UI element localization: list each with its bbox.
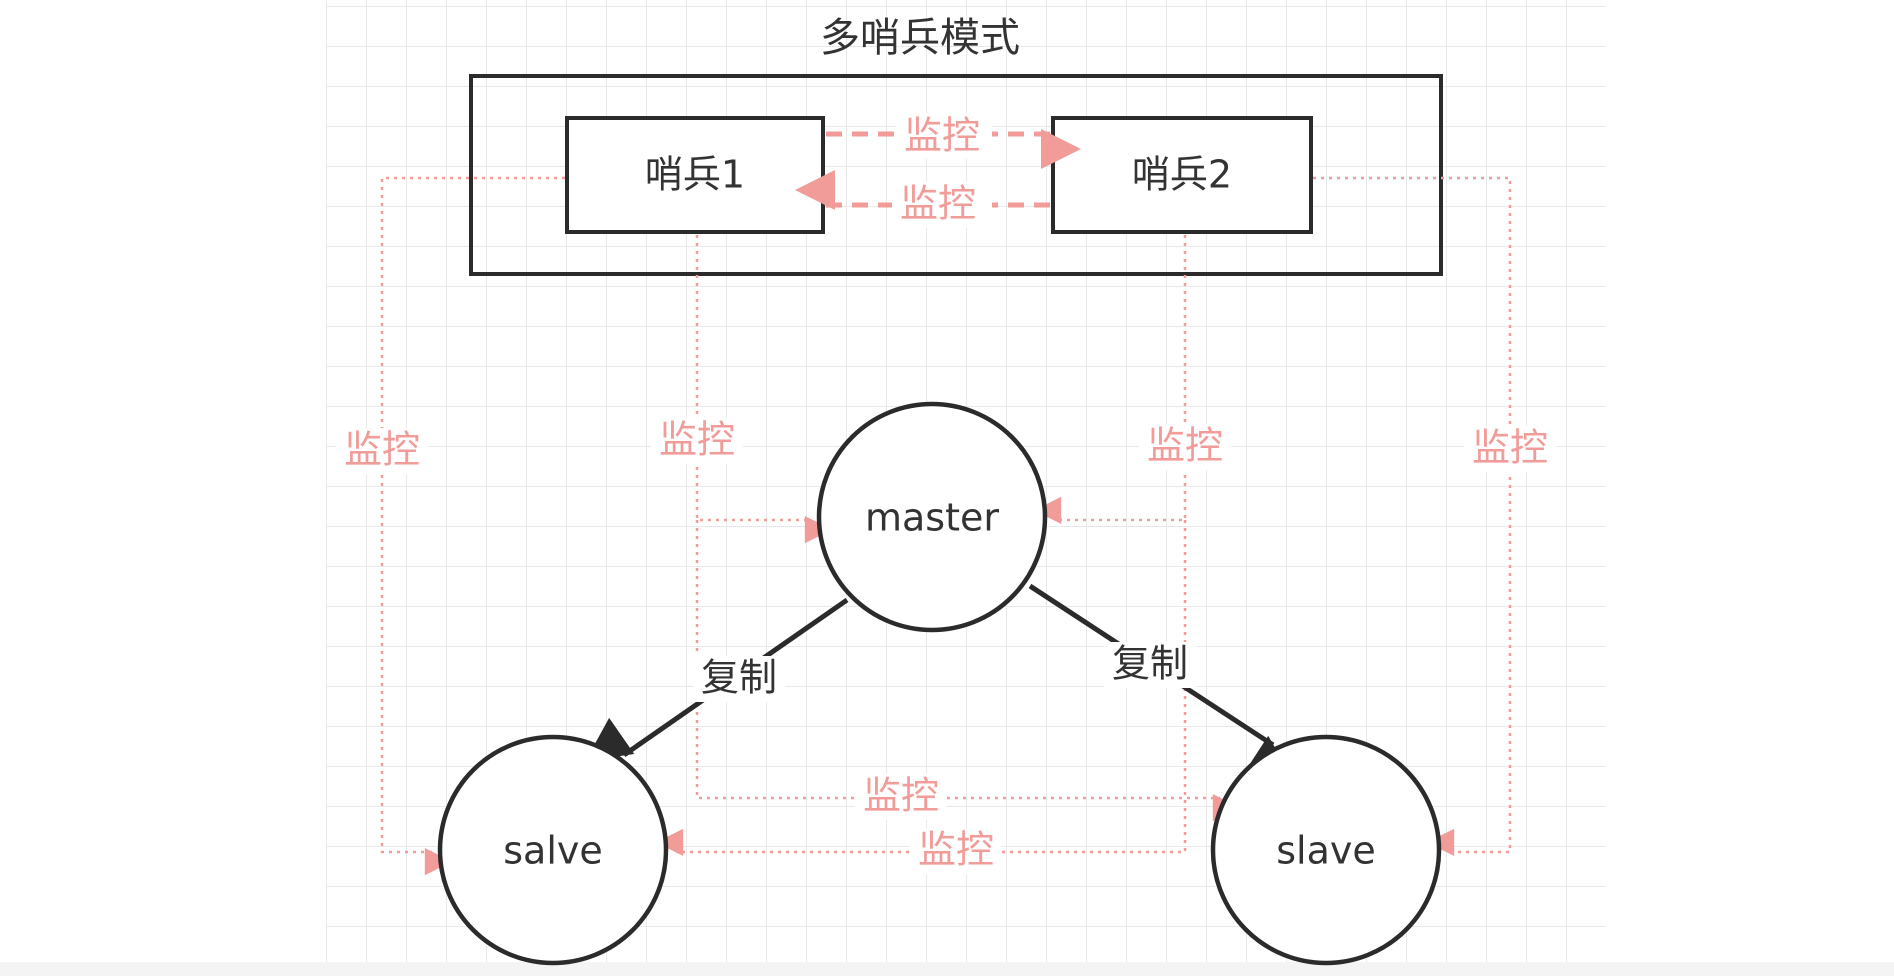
monitor-label-right: 监控 (1472, 426, 1548, 470)
edge-label-bg (855, 774, 947, 820)
replicate-label-right: 复制 (1112, 642, 1188, 686)
replicate-label-left: 复制 (701, 656, 777, 700)
sentinel2-to-slave-edge (1313, 176, 1512, 856)
sentinel1-to-master-edge (695, 235, 833, 544)
diagram-title: 多哨兵模式 (820, 15, 1020, 61)
edge-label-bg (1139, 424, 1231, 470)
master-node[interactable]: master (816, 401, 1048, 633)
edge-label-bg (1104, 642, 1196, 688)
slave-node[interactable]: slave (1210, 734, 1442, 966)
sentinel-1-node[interactable]: 哨兵1 (565, 116, 825, 234)
sentinel1-to-salve-edge (380, 176, 565, 876)
edge-label-bg (910, 828, 1002, 874)
slave-label: slave (1276, 829, 1376, 873)
monitor-label-top: 监控 (904, 114, 980, 158)
salve-node[interactable]: salve (437, 734, 669, 966)
edge-label-bg (1464, 426, 1556, 472)
sentinel-2-label: 哨兵2 (1132, 153, 1232, 197)
monitor-label-middle-top: 监控 (863, 774, 939, 818)
edge-label-bg (693, 656, 785, 702)
monitor-label-middle-bottom: 监控 (918, 828, 994, 872)
master-label: master (865, 496, 999, 540)
sentinel-group-box (469, 74, 1443, 276)
edge-label-bg (651, 418, 743, 464)
sentinel-1-label: 哨兵1 (645, 153, 745, 197)
edge-label-bg (896, 113, 992, 159)
monitor-label-left: 监控 (344, 428, 420, 472)
bottom-strip (0, 962, 1894, 976)
sentinel-2-node[interactable]: 哨兵2 (1051, 116, 1313, 234)
monitor-label-inner-right: 监控 (1147, 424, 1223, 468)
monitor-label-inner-left: 监控 (659, 418, 735, 462)
edge-label-bg (892, 182, 992, 228)
salve-label: salve (503, 829, 603, 873)
monitor-label-bottom: 监控 (900, 182, 976, 226)
edge-label-bg (336, 428, 428, 474)
sentinel1-to-slave-edge (695, 520, 1241, 822)
